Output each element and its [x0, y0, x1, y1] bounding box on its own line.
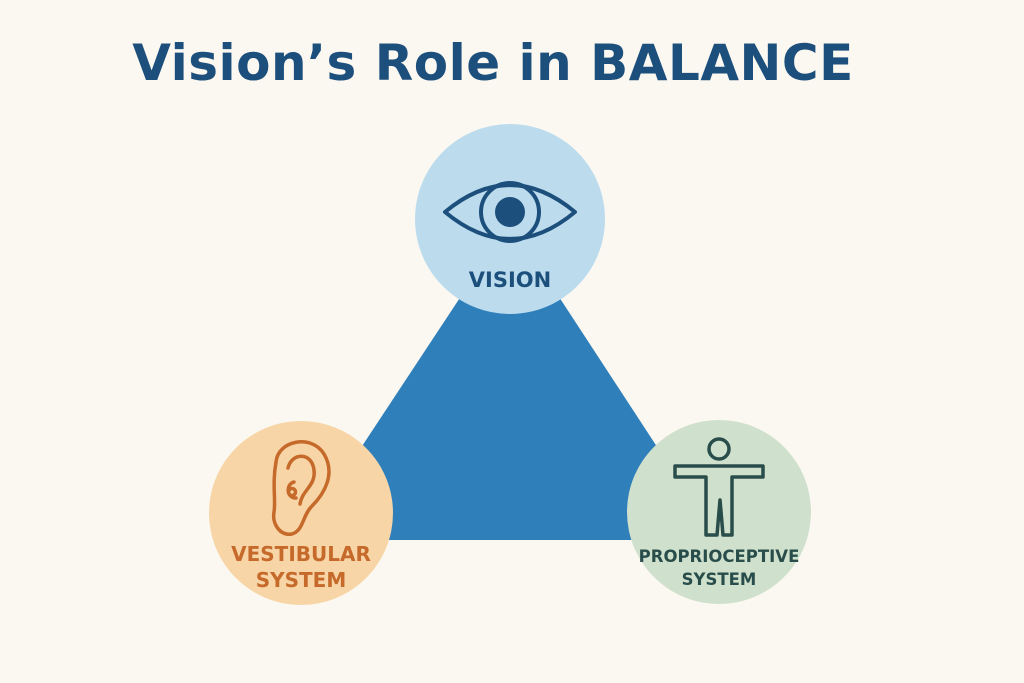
vestibular-node: VESTIBULAR SYSTEM	[209, 421, 393, 605]
vestibular-circle	[209, 421, 393, 605]
vestibular-label-line2: SYSTEM	[256, 568, 347, 592]
proprioceptive-label-line1: PROPRIOCEPTIVE	[639, 547, 800, 566]
vision-node: VISION	[415, 124, 605, 314]
person-icon	[673, 437, 765, 537]
balance-triangle	[300, 222, 718, 540]
vestibular-label-line1: VESTIBULAR	[231, 542, 371, 566]
ear-icon	[271, 440, 331, 536]
proprioceptive-node: PROPRIOCEPTIVE SYSTEM	[627, 420, 811, 604]
page-title: Vision’s Role in BALANCE	[132, 34, 854, 92]
eye-icon	[443, 181, 577, 243]
vision-label: VISION	[469, 268, 551, 292]
proprioceptive-label-line2: SYSTEM	[682, 570, 757, 589]
